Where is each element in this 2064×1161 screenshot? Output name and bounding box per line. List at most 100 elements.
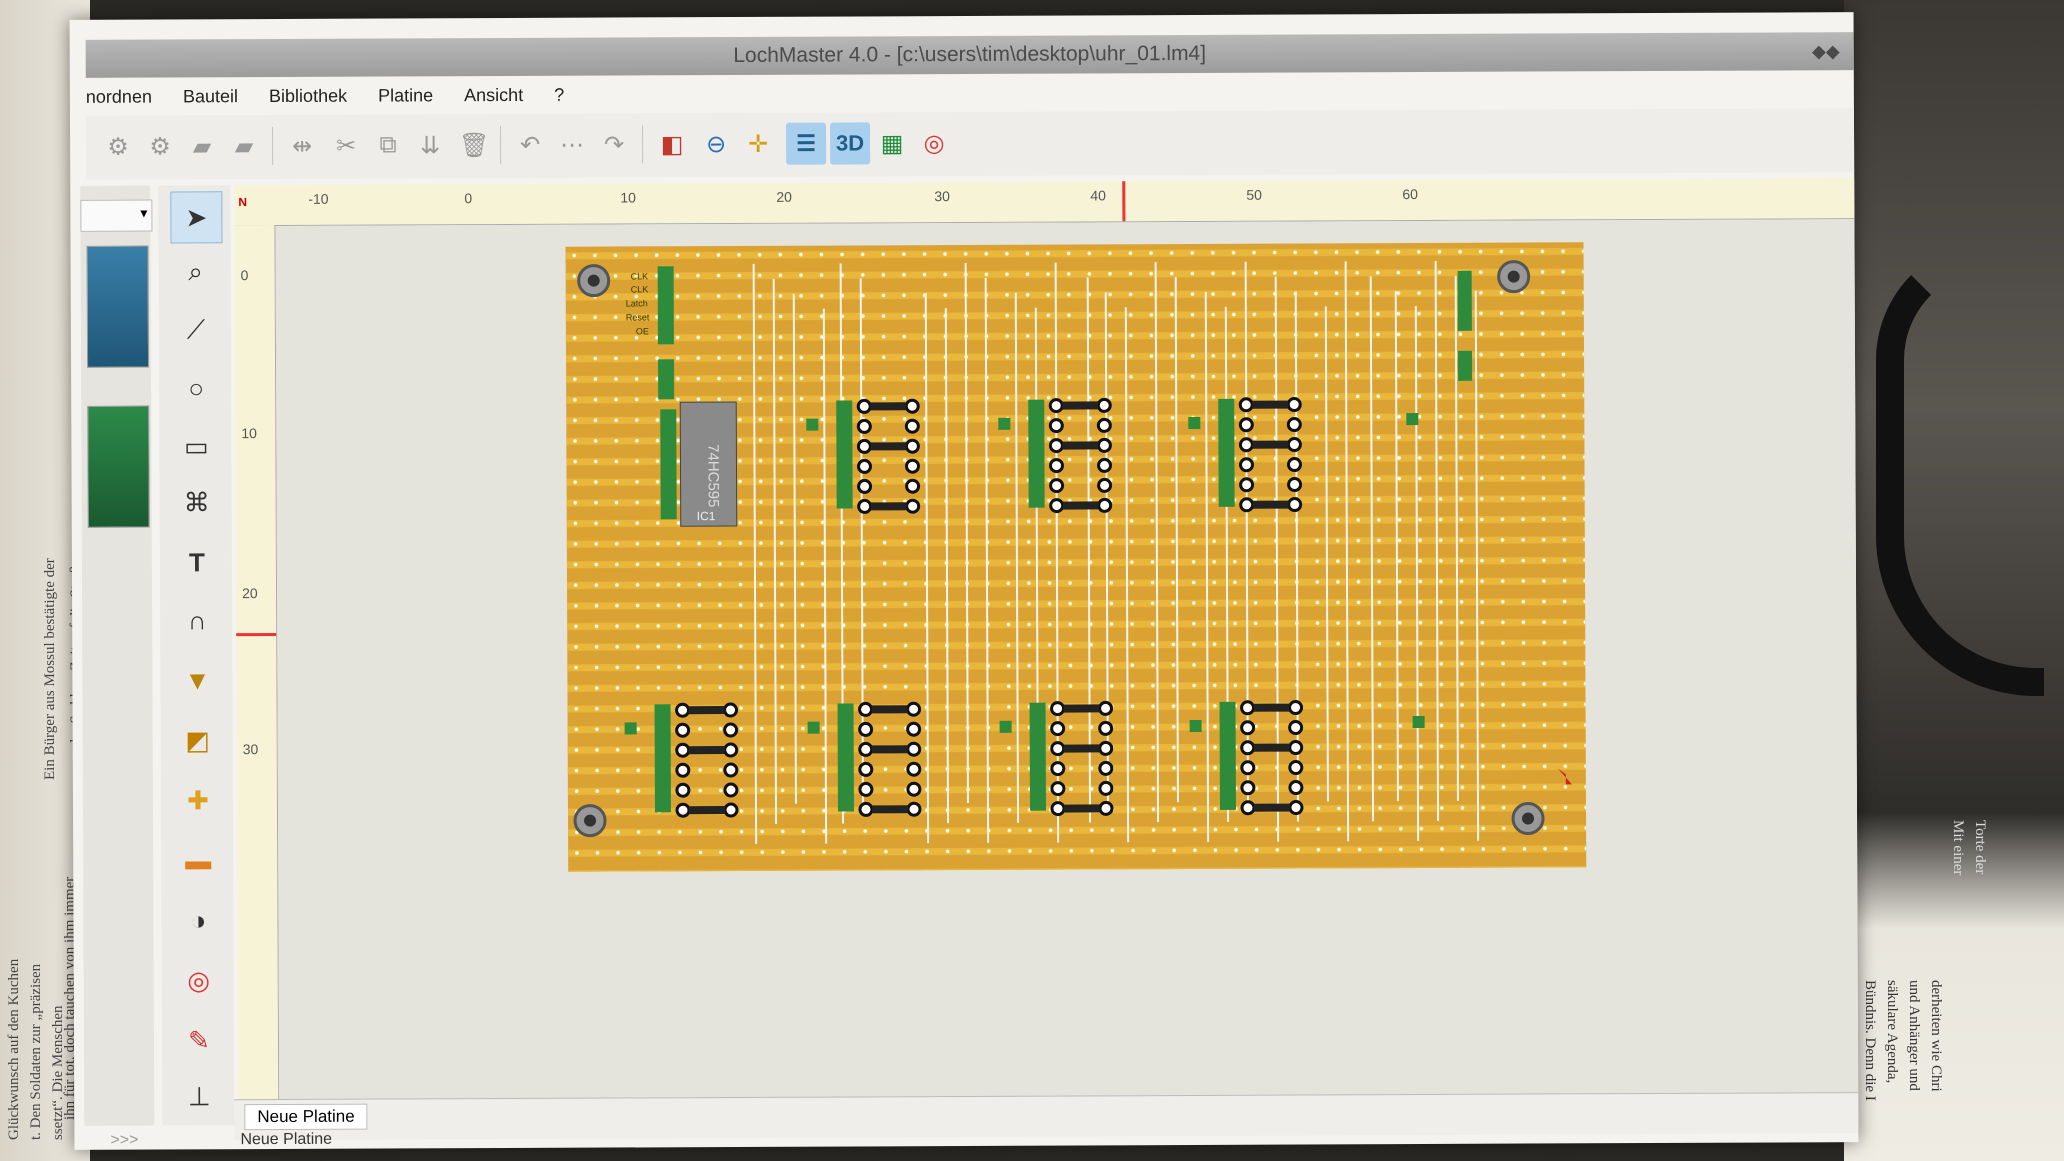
pad-icon[interactable]: ✚ — [186, 784, 209, 815]
toolbar-separator — [500, 126, 502, 165]
pin — [857, 498, 873, 514]
socket-bar — [1063, 744, 1100, 753]
pad — [1412, 715, 1425, 729]
title-bar: LochMaster 4.0 - [c:\users\tim\desktop\u… — [85, 32, 1854, 78]
view-3d-button[interactable]: 3D — [829, 122, 871, 165]
select-arrow-icon[interactable]: ➤ — [170, 191, 223, 244]
zoom-icon[interactable]: ⌕ — [188, 256, 203, 287]
tab-neue-platine[interactable]: Neue Platine — [244, 1103, 368, 1131]
pin — [1096, 417, 1112, 433]
mounting-holes — [573, 260, 1545, 838]
color-icon[interactable]: ◧ — [660, 130, 684, 158]
ellipse-icon[interactable]: ○ — [188, 372, 205, 403]
header-strip — [1219, 701, 1237, 810]
menu-bibliothek[interactable]: Bibliothek — [268, 85, 348, 107]
header-strip — [1457, 270, 1472, 331]
tool-palette: ➤ ⌕ ⟋ ○ ▭ ⌘ T ∩ ▼ ◩ ✚ ▬ ◑ ◎ ✎ ⊥ — [158, 185, 235, 1126]
pin — [858, 741, 874, 757]
ruler-horizontal: N -10 0 10 20 30 40 50 60 — [234, 178, 1855, 227]
menu-ansicht[interactable]: Ansicht — [464, 84, 524, 106]
delete-icon[interactable]: 🗑 — [458, 131, 490, 159]
pin — [675, 802, 691, 818]
solder-icon[interactable]: ▼ — [184, 664, 211, 695]
socket-bar — [871, 745, 908, 754]
connector-label: CLK — [631, 284, 649, 294]
pad — [624, 722, 637, 735]
cut-track-icon[interactable]: ▬ — [185, 844, 212, 875]
connector-small[interactable] — [658, 359, 675, 400]
solder-bridge-icon[interactable]: ◩ — [185, 724, 211, 755]
pin — [723, 782, 739, 798]
marker-icon[interactable]: ◎ — [187, 964, 211, 995]
stripboard[interactable]: CLK CLK Latch Reset OE 74HC595 IC1 — [275, 219, 1858, 1106]
library-item-quartz[interactable] — [86, 245, 150, 368]
pin — [1098, 800, 1114, 816]
library-item-display[interactable] — [87, 405, 150, 528]
menu-bauteil[interactable]: Bauteil — [182, 86, 239, 107]
paste-icon[interactable]: ⇊ — [419, 131, 441, 159]
send-back-icon[interactable]: ▰ — [234, 132, 254, 160]
ruler-tick: 10 — [620, 189, 636, 206]
redo-icon[interactable]: ↷ — [603, 130, 625, 159]
connector-label: Latch — [626, 298, 648, 308]
group-icon[interactable]: ⚙ — [107, 133, 129, 161]
header-strip — [1458, 350, 1473, 381]
board-canvas[interactable]: CLK CLK Latch Reset OE 74HC595 IC1 — [275, 219, 1859, 1106]
polygon-icon[interactable]: ⌘ — [183, 486, 210, 517]
measure-icon[interactable]: ✛ — [747, 130, 769, 158]
menu-platine[interactable]: Platine — [378, 85, 434, 106]
expand-arrows-icon[interactable]: >>> — [110, 1131, 139, 1149]
more-icon[interactable]: ⋯ — [560, 131, 585, 159]
mirror-icon[interactable]: ⇹ — [291, 132, 313, 160]
newspaper-text: Glückwunsch auf den Kuchen — [6, 958, 22, 1140]
grid-icon[interactable]: ▦ — [880, 129, 904, 157]
ungroup-icon[interactable]: ⚙ — [149, 132, 171, 161]
ic-name-label: 74HC595 — [704, 444, 721, 507]
pin — [904, 438, 920, 454]
cut-icon[interactable]: ✂ — [335, 132, 357, 160]
pin — [675, 742, 691, 758]
pin — [1096, 457, 1112, 473]
pin — [906, 701, 922, 717]
connector-header[interactable] — [657, 266, 674, 345]
track-cut — [1014, 292, 1020, 823]
track-cut — [822, 308, 828, 844]
pin — [856, 418, 872, 434]
target-icon[interactable]: ◎ — [923, 129, 945, 157]
menu-help[interactable]: ? — [554, 84, 565, 105]
toolbar-separator — [272, 127, 274, 166]
rectangle-icon[interactable]: ▭ — [184, 430, 209, 461]
library-dropdown[interactable]: ▾ — [80, 199, 153, 232]
ic-74hc595[interactable] — [679, 401, 738, 527]
window-controls-icon[interactable]: ◆◆ — [1811, 41, 1840, 62]
pen-icon[interactable]: ✎ — [188, 1024, 210, 1055]
socket-bar — [870, 502, 907, 511]
dimension-icon[interactable]: ⊥ — [187, 1080, 211, 1111]
pin — [904, 398, 920, 414]
drill-icon[interactable]: ◑ — [190, 904, 207, 935]
rotate-icon[interactable]: ⊖ — [705, 130, 727, 158]
copy-icon[interactable]: ⧉ — [379, 131, 397, 159]
pad — [807, 721, 820, 734]
polyline-icon[interactable]: ⟋ — [186, 314, 206, 345]
socket-bar — [1252, 440, 1289, 449]
pin — [1098, 780, 1114, 796]
wire-bridge-icon[interactable]: ∩ — [187, 604, 207, 635]
chevron-down-icon: ▾ — [140, 204, 148, 221]
pin — [1238, 437, 1254, 453]
socket-bar — [1062, 401, 1099, 410]
undo-icon[interactable]: ↶ — [519, 131, 541, 159]
bring-front-icon[interactable]: ▰ — [192, 132, 212, 160]
pin — [858, 761, 874, 777]
pin — [1286, 417, 1302, 433]
pin — [1240, 740, 1256, 756]
pin — [1288, 700, 1304, 716]
text-icon[interactable]: T — [188, 546, 205, 577]
socket-bar — [871, 705, 908, 714]
layer-view-icon[interactable]: ☰ — [785, 122, 827, 165]
pin — [1238, 457, 1254, 473]
menu-anordnen[interactable]: nordnen — [85, 86, 152, 107]
cursor-marker-v — [236, 633, 277, 637]
pin — [1048, 438, 1064, 454]
pin — [1286, 437, 1302, 453]
